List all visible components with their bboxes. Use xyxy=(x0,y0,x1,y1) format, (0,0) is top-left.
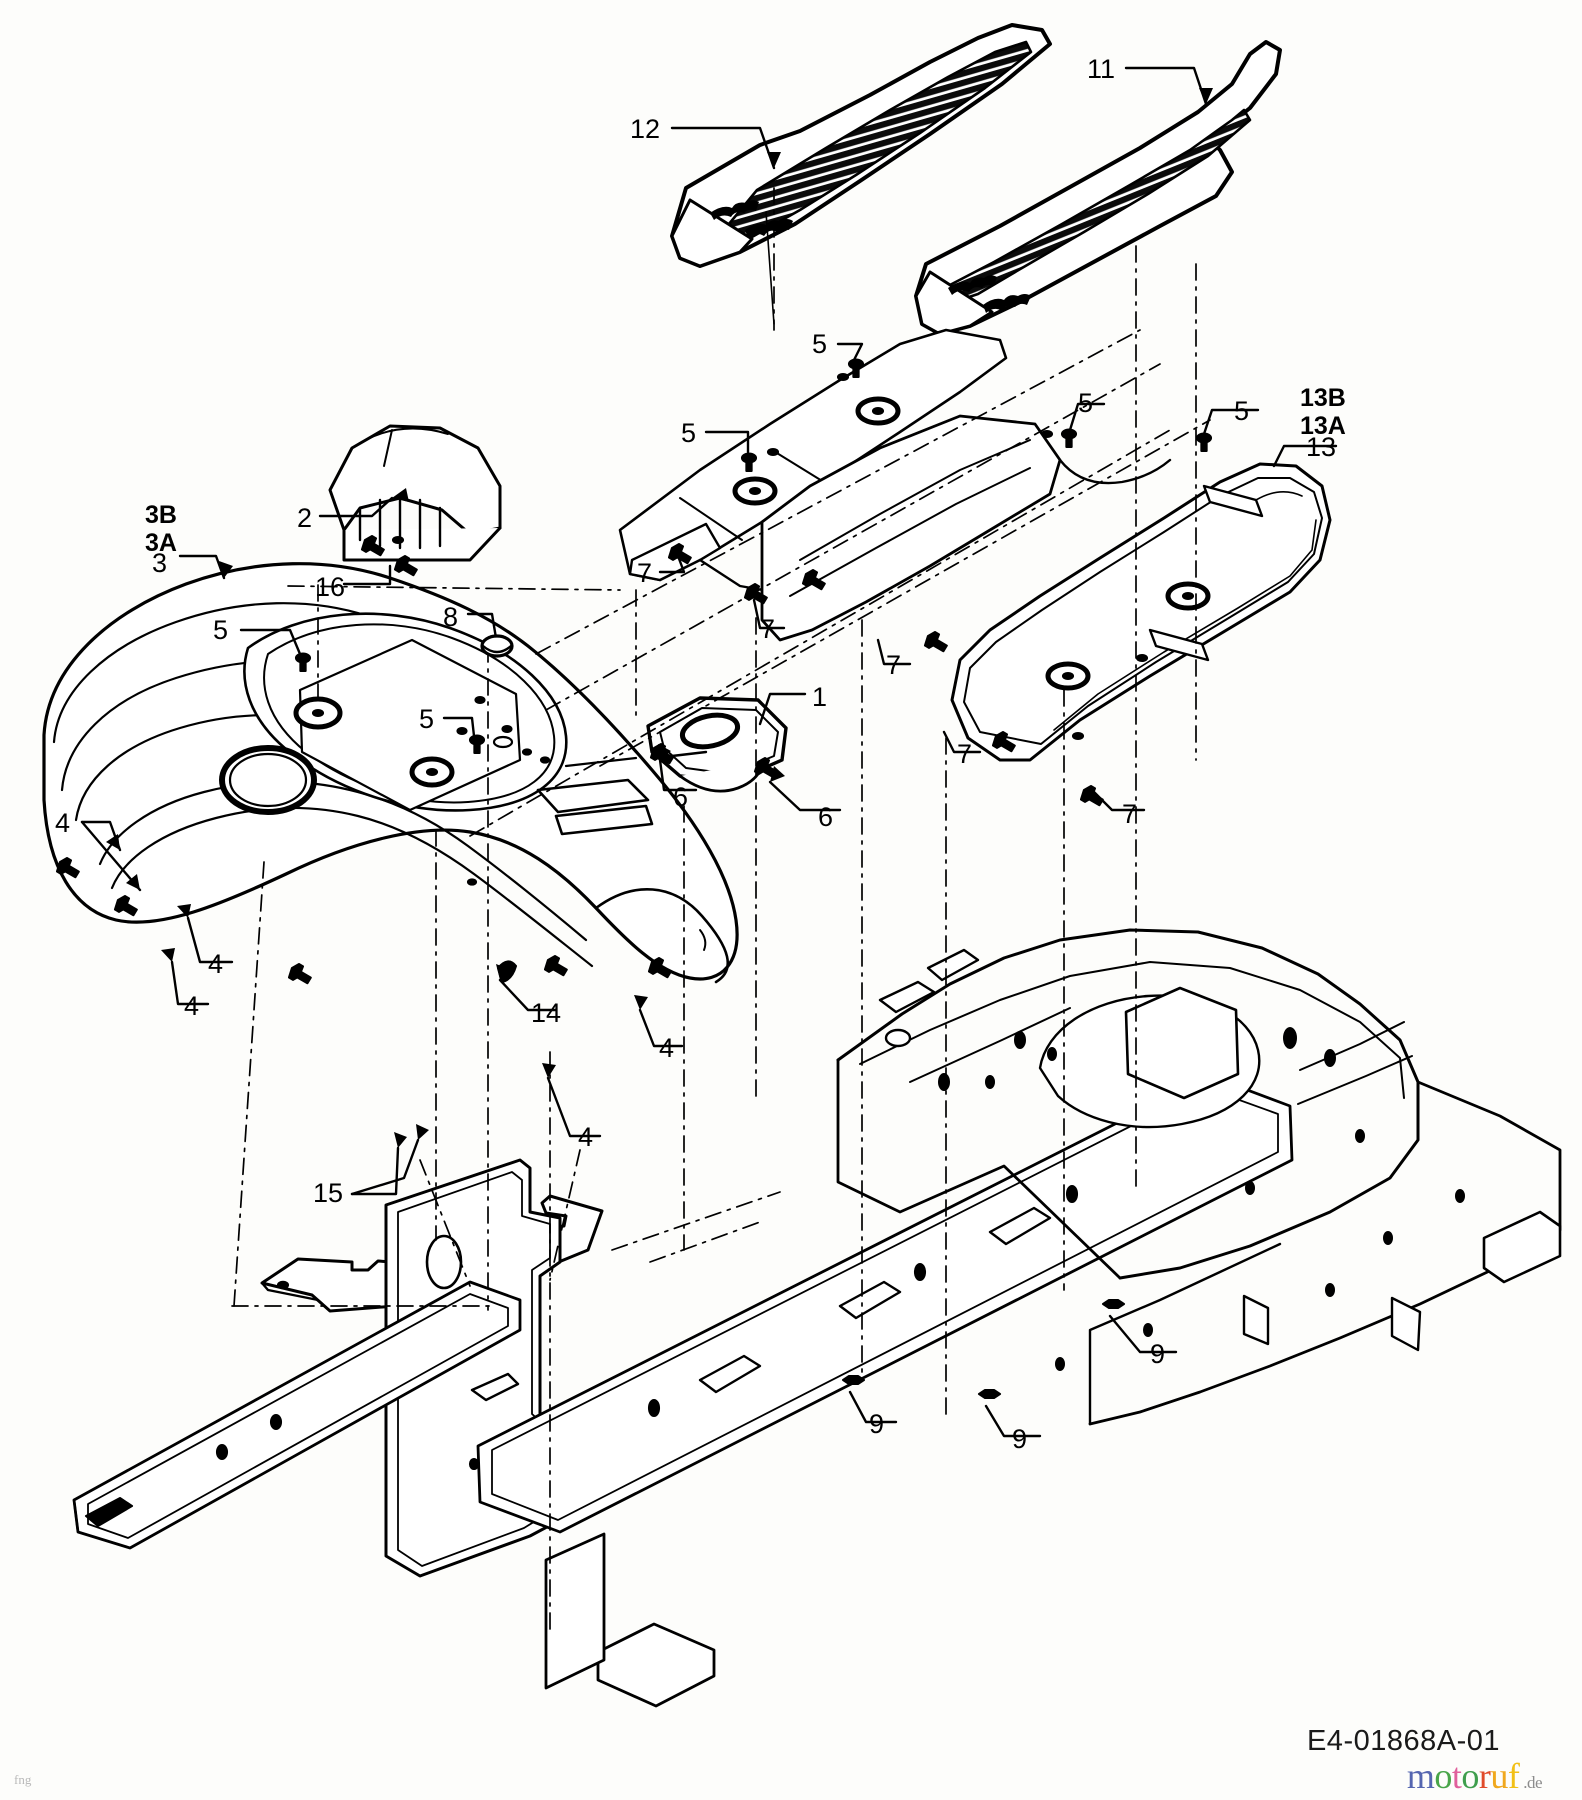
callout-label-4: 4 xyxy=(208,949,224,979)
watermark-letters: motoruf· xyxy=(1407,1756,1523,1796)
watermark-dot-icon: · xyxy=(1510,1762,1515,1777)
callout-label-12: 12 xyxy=(630,114,661,144)
watermark-letter: o xyxy=(1434,1756,1452,1796)
dash-insert-panel-art xyxy=(646,696,788,793)
callout-label-5: 5 xyxy=(812,329,828,359)
fender-seat-base-art xyxy=(618,328,1332,762)
callout-label-9: 9 xyxy=(1012,1424,1028,1454)
callout-label-4: 4 xyxy=(578,1122,594,1152)
watermark-letter: u xyxy=(1490,1756,1508,1796)
callout-label-3b: 3B xyxy=(145,501,177,529)
callout-label-3: 3 xyxy=(152,548,168,578)
footrest-pad-left-art xyxy=(670,23,1052,325)
watermark-letter: m xyxy=(1406,1756,1435,1796)
callout-label-14: 14 xyxy=(531,998,562,1028)
callout-label-5: 5 xyxy=(213,615,229,645)
watermark-suffix: .de xyxy=(1523,1773,1542,1792)
callout-label-5: 5 xyxy=(681,418,697,448)
fastener-icons xyxy=(55,358,1213,1400)
grille-front-cover-art xyxy=(328,424,502,562)
callout-label-4: 4 xyxy=(55,808,71,838)
callout-label-4: 4 xyxy=(659,1033,675,1063)
callout-label-16: 16 xyxy=(315,572,346,602)
assembly-phantom-lines xyxy=(231,187,1211,1631)
callout-label-5: 5 xyxy=(419,704,435,734)
callout-label-5: 5 xyxy=(1234,396,1250,426)
callout-label-5: 5 xyxy=(1078,388,1094,418)
watermark-letter: t xyxy=(1451,1756,1462,1796)
corner-mark: fng xyxy=(14,1772,32,1787)
chassis-frame-art xyxy=(72,928,1562,1708)
callout-label-7: 7 xyxy=(637,558,653,588)
callout-label-7: 7 xyxy=(886,650,902,680)
callout-label-6: 6 xyxy=(673,782,689,812)
watermark-letter: r xyxy=(1478,1756,1491,1796)
footrest-pad-right-art xyxy=(914,40,1282,336)
callout-label-9: 9 xyxy=(1150,1339,1166,1369)
callout-label-3a: 3A xyxy=(145,529,177,557)
callout-label-13a: 13A xyxy=(1300,412,1346,440)
motoruf-watermark: motoruf·.de xyxy=(1407,1756,1543,1796)
callout-label-7: 7 xyxy=(957,739,973,769)
callout-label-2: 2 xyxy=(297,503,313,533)
callout-label-4: 4 xyxy=(184,991,200,1021)
callout-label-13b: 13B xyxy=(1300,384,1346,412)
hood-assembly-art xyxy=(42,562,739,984)
callout-label-15: 15 xyxy=(313,1178,344,1208)
callout-label-9: 9 xyxy=(869,1409,885,1439)
callout-label-1: 1 xyxy=(812,682,828,712)
callout-label-11: 11 xyxy=(1087,54,1116,84)
watermark-letter: o xyxy=(1461,1756,1479,1796)
callout-label-6: 6 xyxy=(818,802,834,832)
callout-label-7: 7 xyxy=(1122,799,1138,829)
callout-label-8: 8 xyxy=(443,602,459,632)
callout-label-7: 7 xyxy=(760,614,776,644)
watermark-letter: f xyxy=(1507,1756,1520,1796)
callout-label-13: 13 xyxy=(1306,432,1337,462)
drawing-number: E4-01868A-01 xyxy=(1306,1725,1500,1757)
